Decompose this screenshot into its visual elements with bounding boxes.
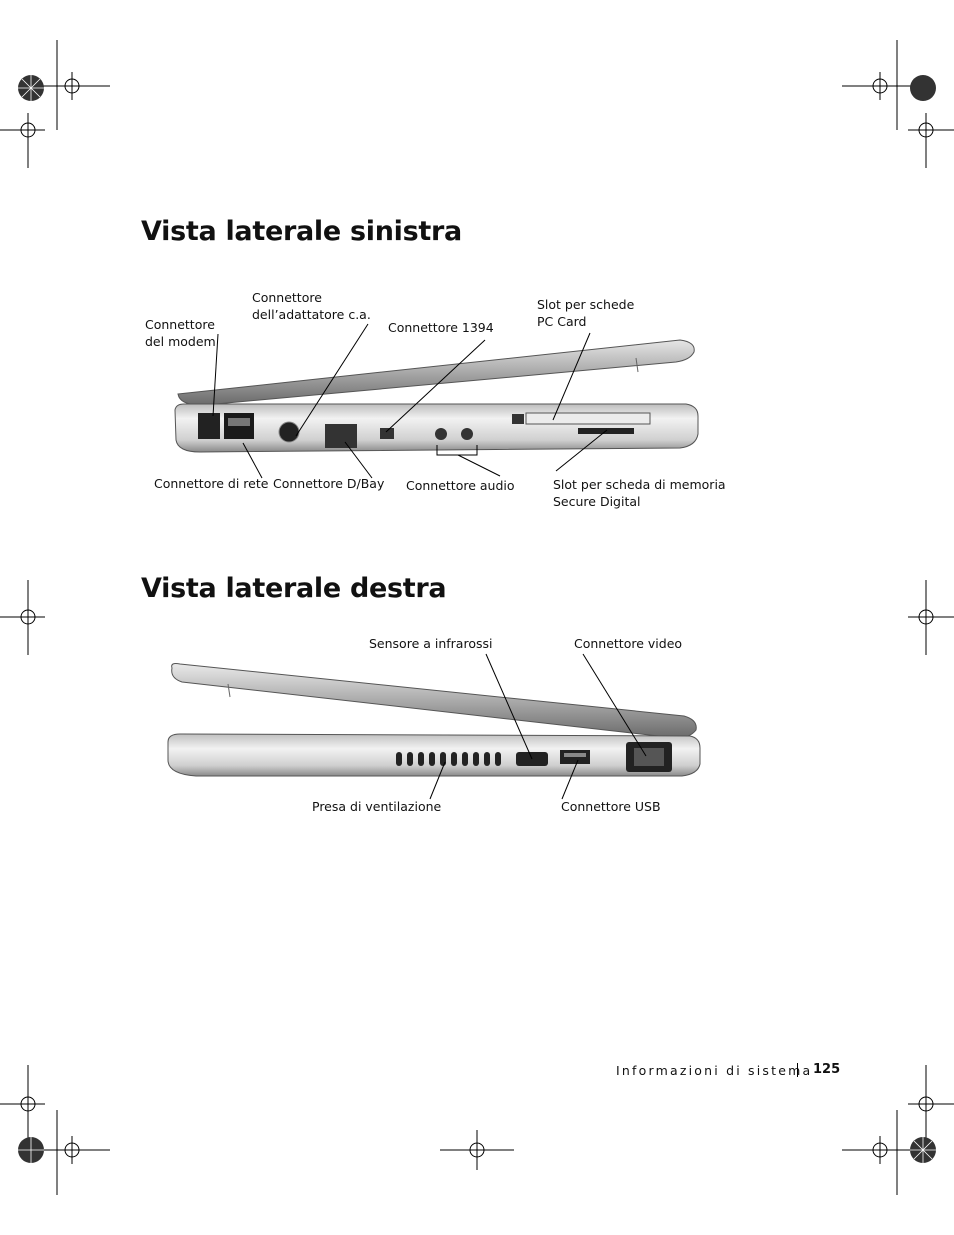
label-1394-connector: Connettore 1394: [388, 320, 494, 335]
label-air-vent: Presa di ventilazione: [312, 799, 442, 814]
label-network-connector: Connettore di rete: [154, 476, 269, 491]
label-usb-connector: Connettore USB: [561, 799, 661, 814]
label-infrared-sensor: Sensore a infrarossi: [369, 636, 493, 651]
footer-divider: [797, 1063, 798, 1077]
footer-section-name: Informazioni di sistema: [616, 1063, 813, 1078]
label-dbay-connector: Connettore D/Bay: [273, 476, 385, 491]
section-title-left-view: Vista laterale sinistra: [141, 216, 462, 247]
label-audio-connector: Connettore audio: [406, 478, 515, 493]
section-title-right-view: Vista laterale destra: [141, 573, 447, 604]
page-number: 125: [813, 1062, 841, 1077]
label-video-connector: Connettore video: [574, 636, 683, 651]
